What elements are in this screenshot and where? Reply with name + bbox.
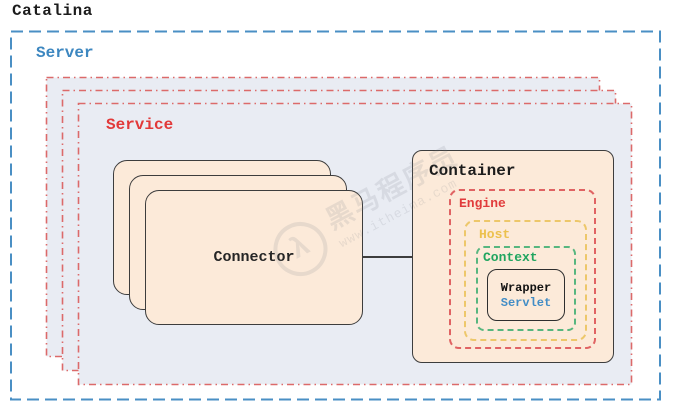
- context-label: Context: [483, 250, 538, 265]
- server-box: [10, 30, 661, 401]
- connector-box-front: Connector: [145, 190, 363, 325]
- host-box: Host Context Wrapper Servlet: [464, 220, 587, 341]
- wrapper-box: Wrapper Servlet: [487, 269, 565, 321]
- connector-label: Connector: [213, 249, 295, 266]
- host-label: Host: [479, 227, 511, 242]
- engine-box: Engine Host Context Wrapper Servlet: [449, 189, 596, 349]
- engine-label: Engine: [459, 196, 506, 211]
- server-label: Server: [36, 44, 94, 62]
- context-box: Context Wrapper Servlet: [476, 246, 576, 331]
- container-label: Container: [429, 162, 516, 180]
- servlet-label: Servlet: [500, 295, 552, 310]
- container-box: Container Engine Host Context Wrapper Se…: [412, 150, 614, 363]
- connector-container-link-line: [362, 256, 413, 258]
- diagram-title: Catalina: [12, 2, 93, 20]
- service-label: Service: [106, 116, 174, 134]
- wrapper-label: Wrapper: [500, 280, 552, 295]
